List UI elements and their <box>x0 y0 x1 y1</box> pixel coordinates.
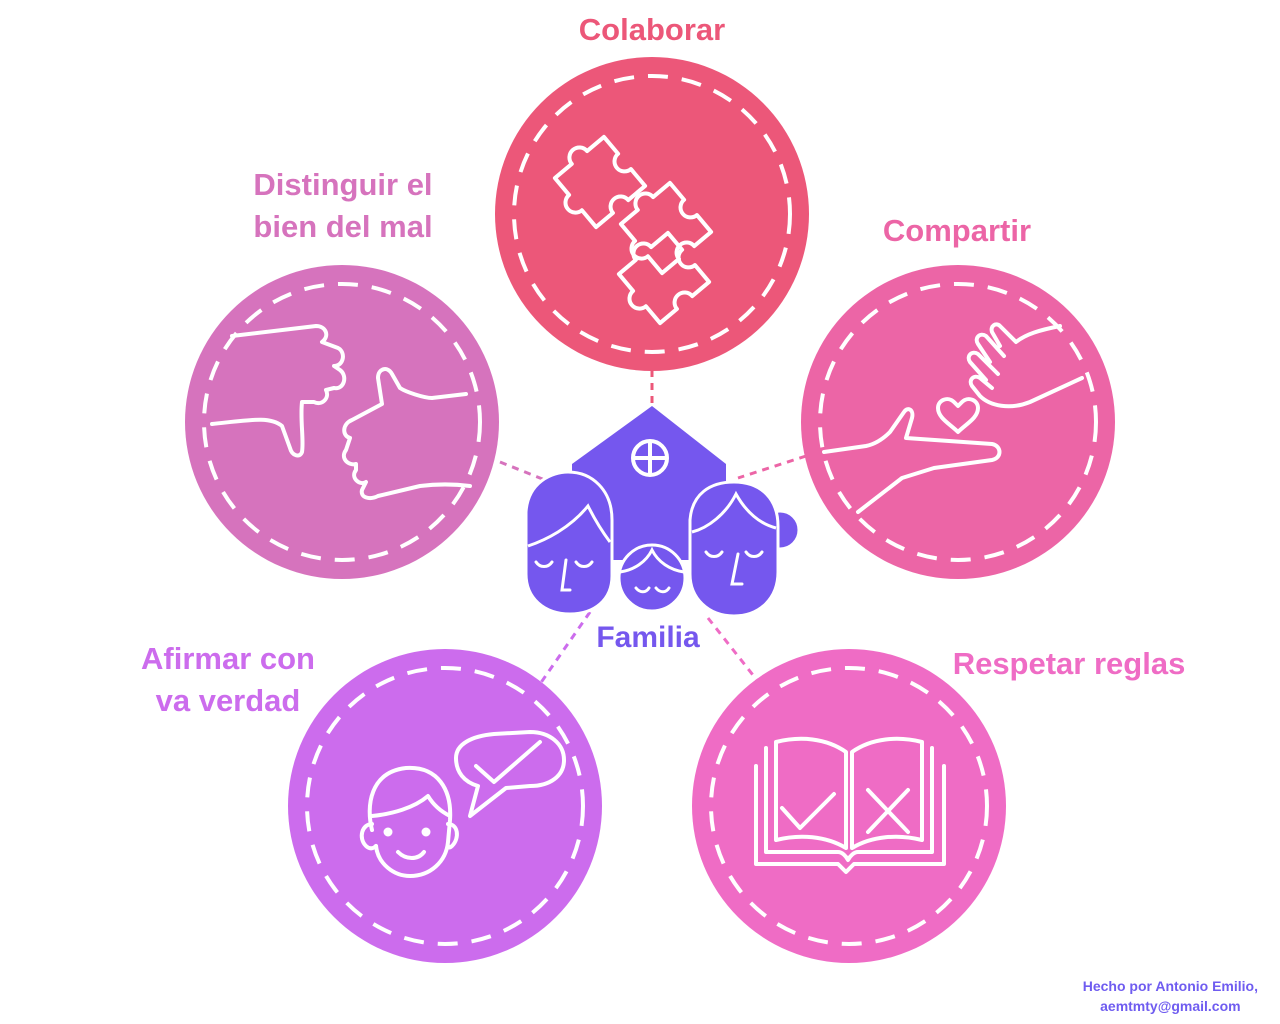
node-respetar <box>692 649 1006 963</box>
node-colaborar <box>495 57 809 371</box>
node-afirmar <box>288 649 602 963</box>
label-distinguir-line1: Distinguir el <box>253 167 433 202</box>
node-compartir-circle <box>801 265 1115 579</box>
node-respetar-circle <box>692 649 1006 963</box>
stitch-ring <box>709 666 989 946</box>
label-familia: Familia <box>596 621 700 654</box>
node-distinguir-circle <box>185 265 499 579</box>
label-afirmar-line1: Afirmar con <box>141 641 315 676</box>
node-afirmar-circle <box>288 649 602 963</box>
child-figure <box>617 543 687 613</box>
family-icon <box>524 406 801 618</box>
label-distinguir: Distinguir el bien del mal <box>225 164 461 248</box>
label-afirmar: Afirmar con va verdad <box>118 638 338 722</box>
credit-line2: aemtmty@gmail.com <box>1100 998 1241 1014</box>
mother-figure <box>688 480 801 618</box>
stitch-ring <box>202 282 482 562</box>
label-distinguir-line2: bien del mal <box>253 209 433 244</box>
stitch-ring <box>818 282 1098 562</box>
stitch-ring <box>512 74 792 354</box>
connector-afirmar <box>538 611 592 685</box>
father-figure <box>524 470 614 616</box>
rule-book-icon <box>754 736 946 874</box>
node-compartir <box>801 265 1115 579</box>
stitch-ring <box>305 666 585 946</box>
node-colaborar-circle <box>495 57 809 371</box>
label-respetar: Respetar reglas <box>952 646 1186 681</box>
thumbs-down-up-icon <box>210 324 472 500</box>
node-distinguir <box>185 265 499 579</box>
credit-text: Hecho por Antonio Emilio, aemtmty@gmail.… <box>1083 976 1258 1016</box>
speaking-person-check-icon <box>359 730 566 878</box>
credit-line1: Hecho por Antonio Emilio, <box>1082 978 1258 994</box>
puzzle-icon <box>552 134 714 326</box>
connector-compartir <box>737 454 807 480</box>
giving-hand-heart-icon <box>822 322 1084 514</box>
label-afirmar-line2: va verdad <box>155 683 301 718</box>
label-colaborar: Colaborar <box>578 12 726 47</box>
connector-respetar <box>706 617 762 685</box>
label-compartir: Compartir <box>882 213 1032 248</box>
